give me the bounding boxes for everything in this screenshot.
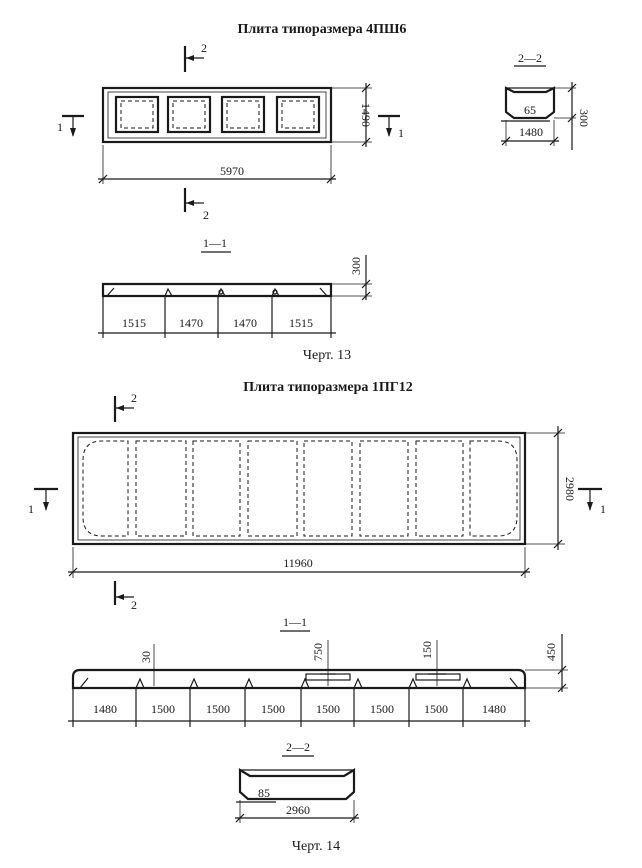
cell bbox=[114, 95, 160, 134]
caption-14: Черт. 14 bbox=[292, 839, 340, 854]
sheet-1pg12: Плита типоразмера 1ПГ12 2 2 bbox=[28, 380, 606, 854]
section-1-1-4psh6: 1—1 300 1515 1470 1470 1515 bbox=[98, 236, 372, 338]
dim-length: 11960 bbox=[283, 556, 313, 570]
flange-dim: 65 bbox=[524, 103, 536, 117]
dim-width: 2980 bbox=[563, 477, 577, 501]
section-mark: 1 bbox=[398, 126, 404, 140]
flange-dim: 85 bbox=[258, 786, 270, 800]
span-dim: 1500 bbox=[151, 702, 175, 716]
section-label: 2—2 bbox=[286, 740, 310, 754]
section-mark: 1 bbox=[600, 502, 606, 516]
section-label: 2—2 bbox=[518, 51, 542, 65]
dim-length: 5970 bbox=[220, 164, 244, 178]
span-dim: 1500 bbox=[206, 702, 230, 716]
rib-width-dim: 150 bbox=[420, 641, 434, 659]
section-height: 450 bbox=[544, 643, 558, 661]
span-dim: 1500 bbox=[316, 702, 340, 716]
span-dim: 1470 bbox=[233, 316, 257, 330]
caption-13: Черт. 13 bbox=[303, 348, 351, 363]
section-2-2-1pg12: 2—2 85 2960 bbox=[235, 740, 359, 823]
plan-view-4psh6: 2 2 1 1 5970 bbox=[57, 41, 404, 222]
plan-view-1pg12: 2 2 1 1 11960 bbox=[28, 391, 606, 612]
dim-width: 1490 bbox=[359, 103, 373, 127]
span-dim: 1480 bbox=[93, 702, 117, 716]
section-height: 300 bbox=[577, 109, 591, 127]
section-1-1-1pg12: 1—1 30 750 150 450 bbox=[68, 615, 568, 727]
rib-top-dim: 30 bbox=[139, 651, 153, 663]
span-dim: 1515 bbox=[289, 316, 313, 330]
title-1pg12: Плита типоразмера 1ПГ12 bbox=[243, 380, 412, 395]
section-mark: 1 bbox=[57, 120, 63, 134]
section-label: 1—1 bbox=[203, 236, 227, 250]
slab-outline bbox=[71, 431, 527, 546]
cell bbox=[275, 95, 321, 134]
section-mark: 2 bbox=[201, 41, 207, 55]
span-dim: 1515 bbox=[122, 316, 146, 330]
section-width: 1480 bbox=[519, 125, 543, 139]
title-4psh6: Плита типоразмера 4ПШ6 bbox=[238, 22, 407, 37]
sheet-4psh6: Плита типоразмера 4ПШ6 2 2 bbox=[57, 22, 591, 363]
span-dim: 1500 bbox=[424, 702, 448, 716]
section-height: 300 bbox=[349, 257, 363, 275]
section-mark: 2 bbox=[131, 598, 137, 612]
rib-depth-dim: 750 bbox=[311, 643, 325, 661]
span-dim: 1470 bbox=[179, 316, 203, 330]
section-label: 1—1 bbox=[283, 615, 307, 629]
section-width: 2960 bbox=[286, 803, 310, 817]
span-dim: 1500 bbox=[370, 702, 394, 716]
section-mark: 2 bbox=[203, 208, 209, 222]
cell bbox=[166, 95, 212, 134]
section-2-2-4psh6: 2—2 300 65 1480 bbox=[501, 51, 591, 150]
span-dim: 1500 bbox=[261, 702, 285, 716]
section-mark: 2 bbox=[131, 391, 137, 405]
cell bbox=[220, 95, 266, 134]
span-dim: 1480 bbox=[482, 702, 506, 716]
section-mark: 1 bbox=[28, 502, 34, 516]
